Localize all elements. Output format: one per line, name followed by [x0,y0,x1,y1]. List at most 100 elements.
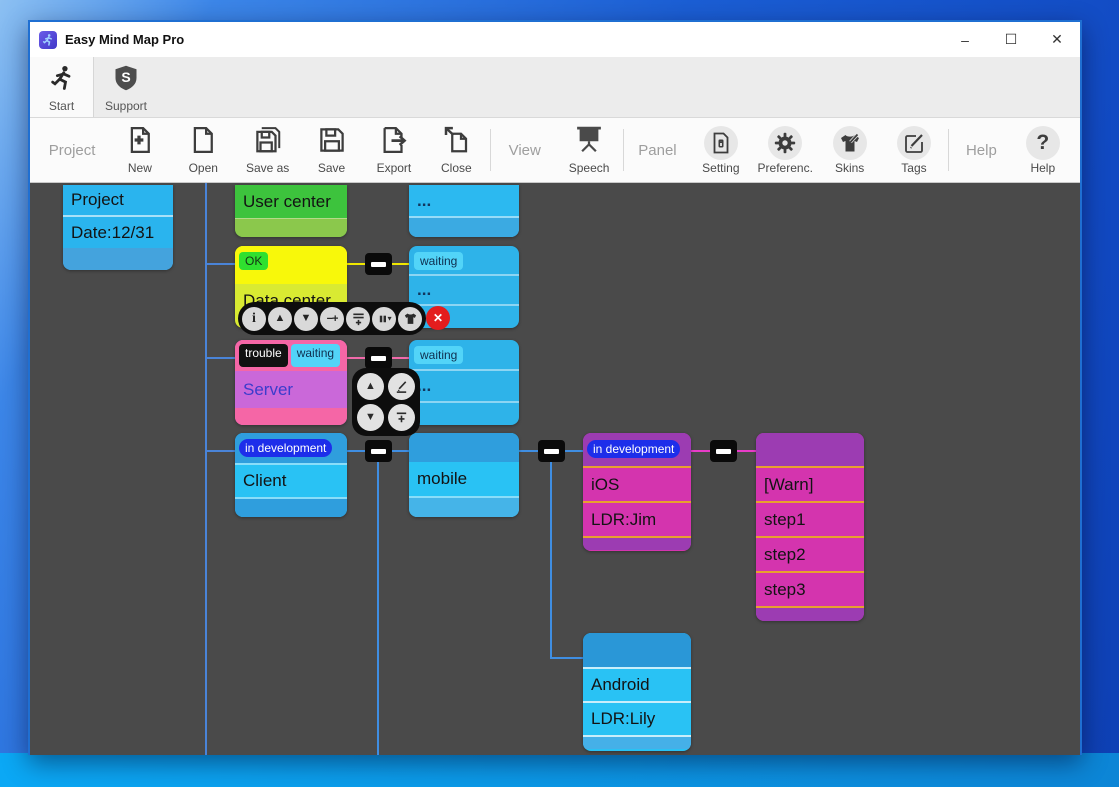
row-separator [235,463,347,465]
save-button[interactable]: Save [300,120,362,180]
node-row: Project [71,190,124,209]
minimize-button[interactable]: – [961,31,969,48]
node-ios[interactable]: in development iOS LDR:Jim [583,433,691,551]
node-row: Android [591,675,650,694]
toolbar-divider [948,129,950,171]
status-badge-waiting: waiting [290,344,341,367]
move-down-icon[interactable]: ▼ [357,404,384,431]
node-footer [409,218,519,237]
status-badge-in-development: in development [239,439,333,457]
node-client[interactable]: in development Client [235,433,347,517]
row-separator [235,497,347,499]
tags-button[interactable]: Tags [882,120,946,180]
preferences-button[interactable]: Preferenc. [753,120,817,180]
save-as-icon [253,125,283,160]
toolbar-divider [489,129,491,171]
row-separator [756,606,864,608]
maximize-button[interactable]: ☐ [1004,31,1018,47]
node-title: mobile [417,469,468,488]
node-waiting-2[interactable]: waiting ... [409,340,519,425]
node-row: step1 [764,509,806,529]
node-mobile[interactable]: mobile [409,433,519,517]
levels-icon[interactable] [372,306,396,331]
branch-line-datacenter [205,263,237,265]
save-as-button[interactable]: Save as [235,120,300,180]
minus-icon [371,355,386,361]
branch-line-server [205,357,237,359]
node-footer [235,499,347,517]
collapse-button-client[interactable] [365,440,392,462]
desktop-glow [0,753,1119,787]
row-separator [756,466,864,468]
open-button[interactable]: Open [172,120,235,180]
collapse-button-ios[interactable] [710,440,737,462]
node-header [409,433,519,462]
row-separator [409,369,519,371]
help-button[interactable]: ? Help [1012,120,1074,180]
node-row: LDR:Jim [591,509,657,529]
status-badge-ok: OK [239,252,269,270]
status-badge-waiting: waiting [414,346,464,364]
node-title: ... [417,280,432,299]
node-row: [Warn] [764,474,814,494]
main-toolbar: Project New Open Save as Save [30,118,1080,183]
setting-button[interactable]: Setting [689,120,753,180]
move-up-icon[interactable]: ▲ [357,373,384,400]
skin-shirt-icon[interactable] [398,306,422,331]
group-label-help: Help [965,141,997,159]
edit-pencil-icon[interactable] [388,373,415,400]
skins-button[interactable]: Skins [817,120,881,180]
row-separator [583,667,691,669]
tab-start-label: Start [48,99,75,113]
node-footer [583,737,691,749]
row-separator [409,401,519,403]
branch-line-client [205,450,237,452]
node-header [583,633,691,667]
node-user-center[interactable]: User center [235,185,347,237]
new-button[interactable]: New [108,120,171,180]
add-child-icon[interactable] [388,404,415,431]
minus-icon [371,448,386,454]
collapse-button-server[interactable] [365,347,392,369]
export-button[interactable]: Export [363,120,425,180]
node-footer [235,408,347,425]
node-project-root[interactable]: Project Date:12/31 [63,185,173,270]
node-android[interactable]: Android LDR:Lily [583,633,691,751]
node-server[interactable]: trouble waiting Server [235,340,347,425]
window-title: Easy Mind Map Pro [65,32,185,47]
move-up-icon[interactable]: ▲ [268,306,292,331]
node-title: Client [243,471,287,490]
info-icon[interactable]: i [242,306,266,331]
mindmap-canvas[interactable]: Project Date:12/31 User center ... OK Da… [30,183,1080,755]
row-separator [756,536,864,538]
delete-node-icon[interactable]: ✕ [426,306,450,330]
node-action-toolbar: i ▲ ▼ −+ [238,302,426,335]
add-sibling-icon[interactable]: −+ [320,306,344,331]
toolbar-divider [623,129,625,171]
group-label-project: Project [48,141,96,159]
node-header: in development [235,433,347,463]
move-down-icon[interactable]: ▼ [294,306,318,331]
node-warn-steps[interactable]: [Warn] step1 step2 step3 [756,433,864,621]
row-separator [583,501,691,503]
close-button[interactable]: ✕ [1051,31,1063,47]
row-separator [583,466,691,468]
collapse-button-mobile[interactable] [538,440,565,462]
svg-text:S: S [121,69,130,85]
close-file-button[interactable]: Close [425,120,487,180]
node-header: in development [583,433,691,466]
node-more-top[interactable]: ... [409,185,519,237]
tab-support[interactable]: S Support [94,57,158,117]
speech-button[interactable]: Speech [557,120,621,180]
collapse-button-datacenter[interactable] [365,253,392,275]
row-separator [583,735,691,737]
node-row: step2 [764,544,806,564]
node-header: OK [235,246,347,284]
node-footer [235,218,347,237]
add-child-icon[interactable] [346,306,370,331]
row-separator [756,571,864,573]
tab-start[interactable]: Start [30,57,94,117]
minus-icon [716,448,731,454]
open-document-icon [188,125,218,160]
row-separator [409,496,519,498]
